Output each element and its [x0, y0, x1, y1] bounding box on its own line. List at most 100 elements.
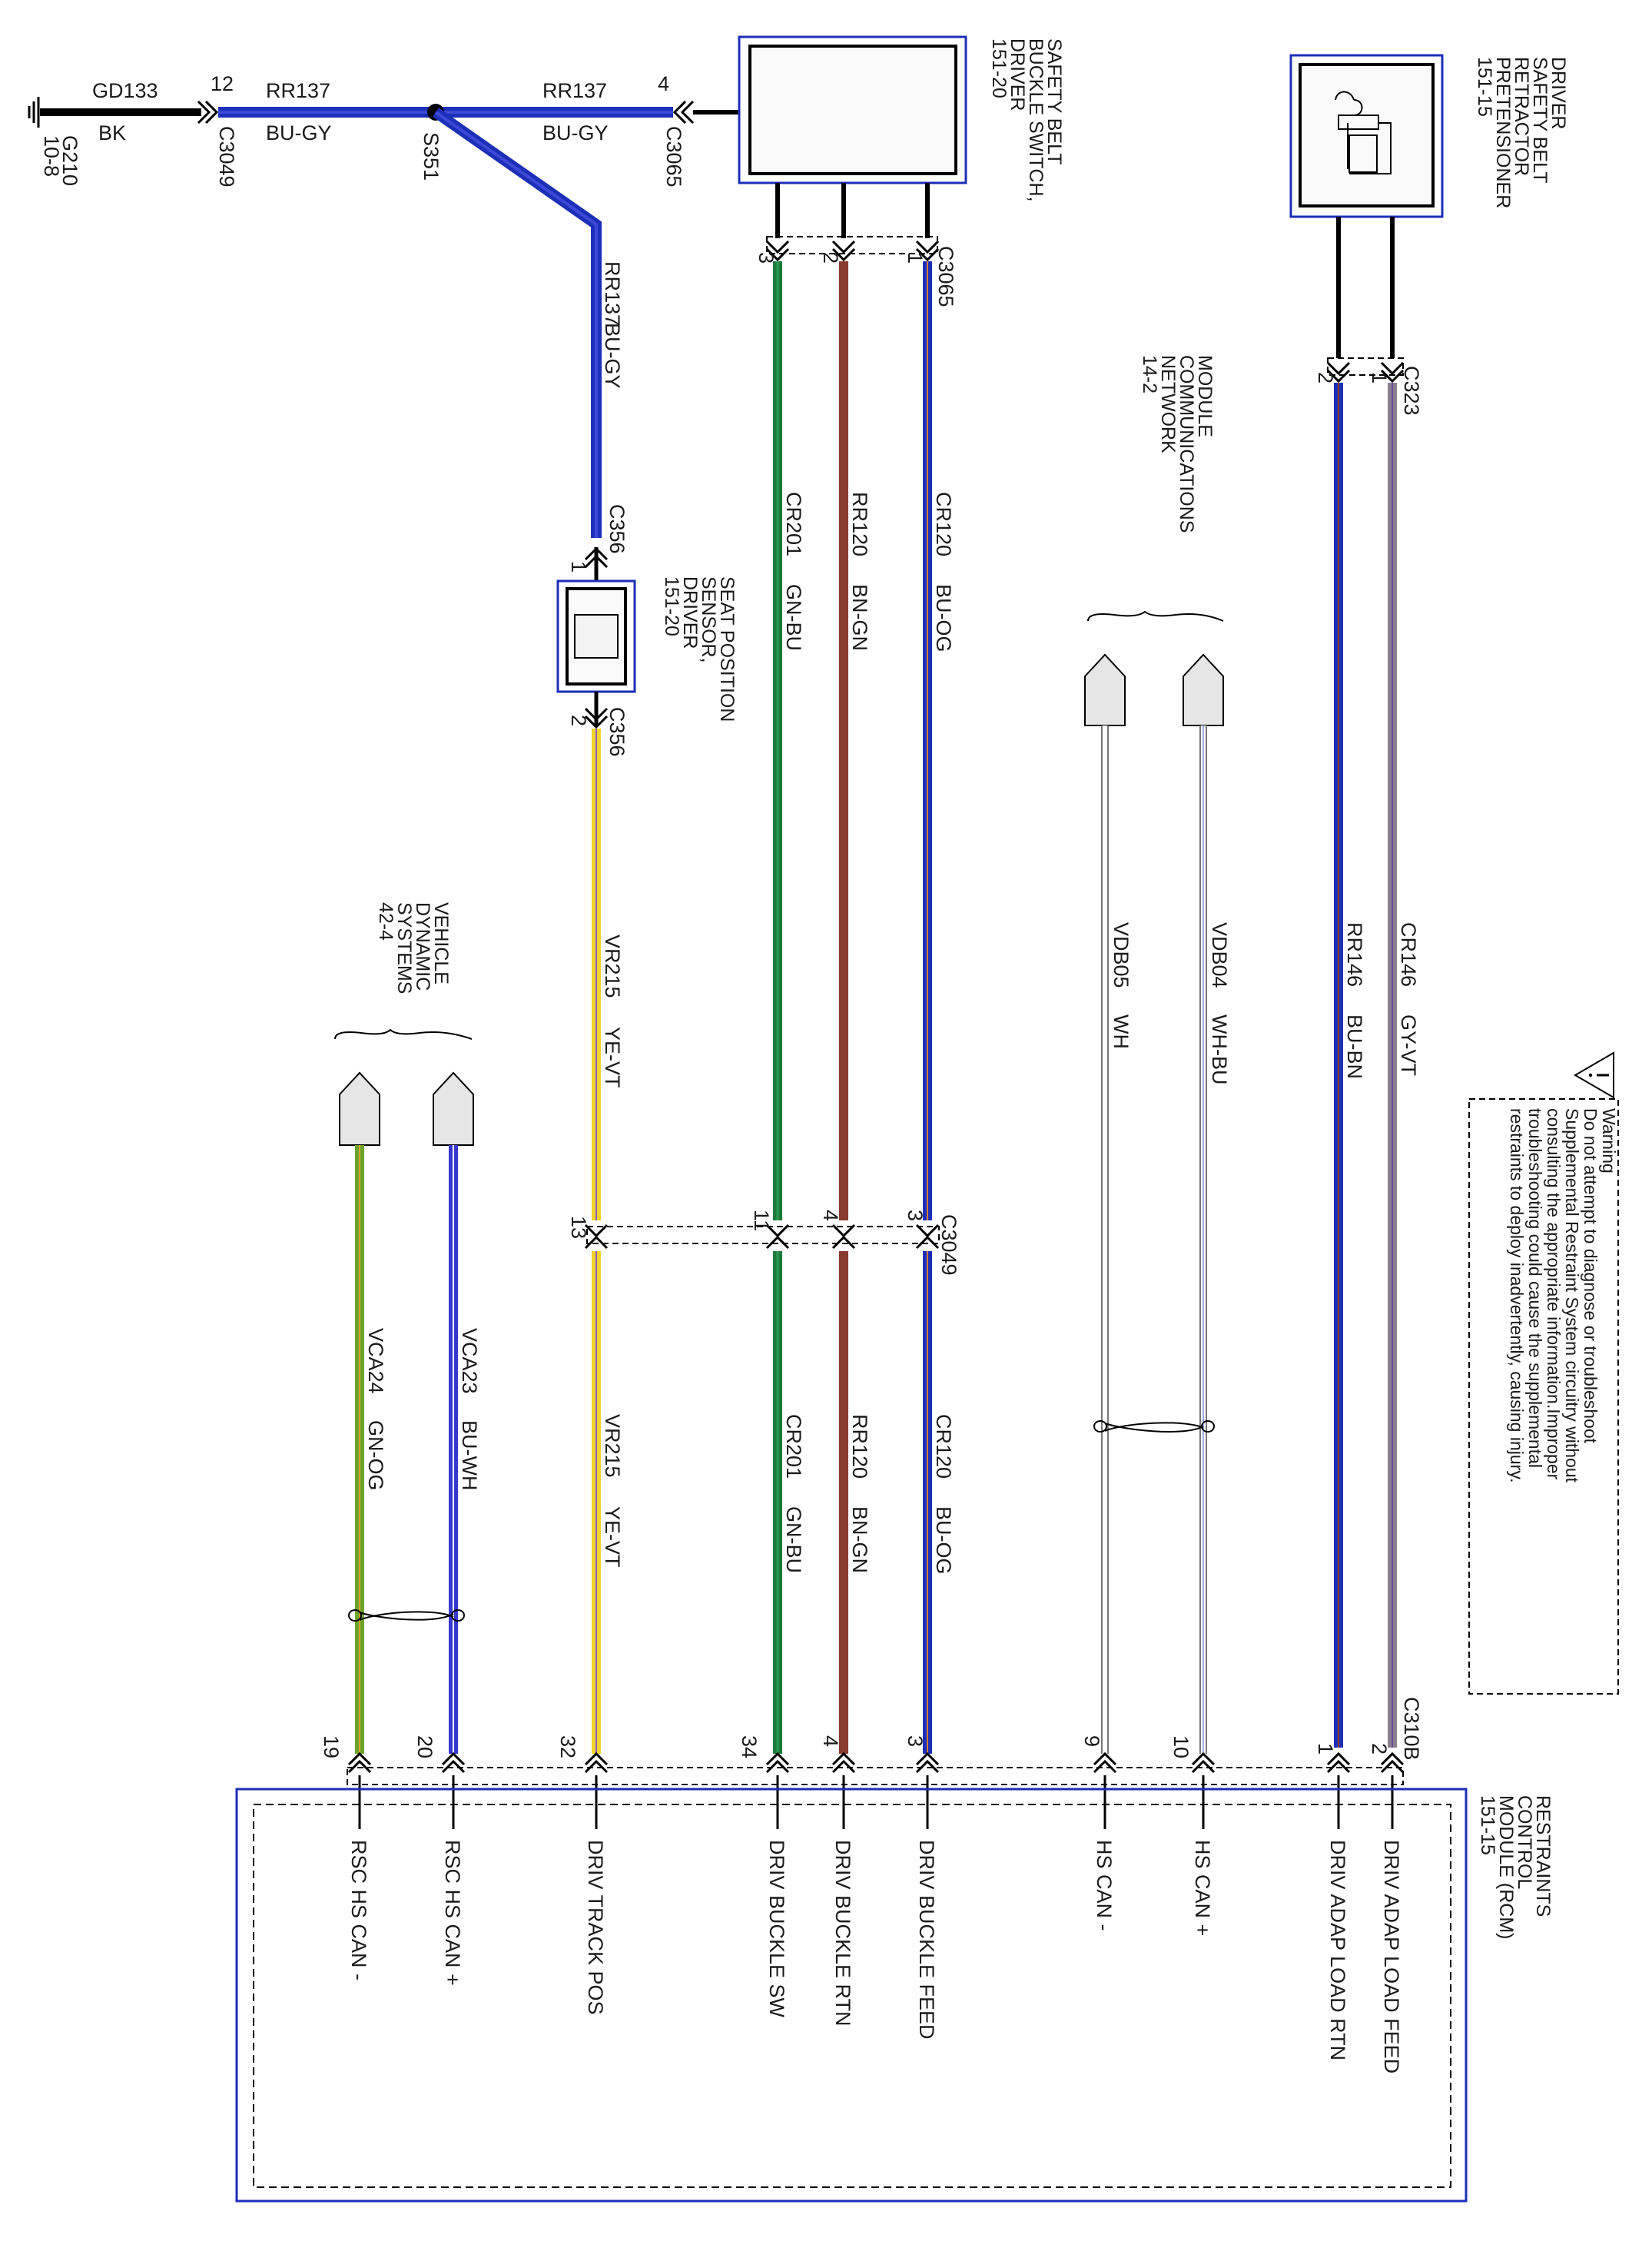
- seat-sensor-label: SEAT POSITION SENSOR, DRIVER 151-20: [661, 576, 738, 722]
- rcm-label: RESTRAINTS CONTROL MODULE (RCM) 151-15: [1477, 1795, 1554, 1940]
- svg-text:DRIVER: DRIVER: [679, 576, 701, 649]
- pin-rcm-10: 10: [1169, 1735, 1193, 1758]
- label-cr146: CR146: [1397, 922, 1420, 987]
- network-connector-whbu: [1183, 653, 1224, 726]
- rcm-pin-rsc-hs-can-minus: RSC HS CAN -: [347, 1840, 370, 1980]
- connector-c323: C323: [1400, 366, 1423, 416]
- svg-text:VEHICLE: VEHICLE: [430, 902, 452, 984]
- svg-text:SENSOR,: SENSOR,: [698, 576, 719, 663]
- rcm-pin-driv-adap-load-feed: DRIV ADAP LOAD FEED: [1380, 1840, 1403, 2073]
- svg-text:BUCKLE SWITCH,: BUCKLE SWITCH,: [1025, 38, 1047, 202]
- twist-network: [1093, 1420, 1215, 1433]
- retractor-icon: [1335, 91, 1392, 174]
- ground-color: BK: [98, 121, 126, 144]
- svg-text:restraints to deploy inadverte: restraints to deploy inadvertently, caus…: [1507, 1108, 1527, 1483]
- connector-c3065-bot: C3065: [934, 246, 957, 307]
- pin-mid-4: 4: [819, 1210, 842, 1221]
- dynamics-connector-gnog: [339, 1071, 380, 1146]
- ground-ref: 10-8: [40, 135, 63, 177]
- label-cr201-color-upper: GN-BU: [782, 584, 805, 651]
- top-wire-circuit-right: RR137: [542, 79, 607, 102]
- label-vr215-lower: VR215: [601, 1414, 624, 1478]
- svg-text:14-2: 14-2: [1139, 355, 1160, 393]
- ground-id: G210: [58, 135, 81, 186]
- connector-arrow: [197, 100, 219, 124]
- svg-text:42-4: 42-4: [375, 902, 396, 941]
- label-vr215-color-upper: YE-VT: [601, 1027, 624, 1088]
- pin-pre-2: 2: [1314, 372, 1337, 383]
- svg-text:NETWORK: NETWORK: [1157, 355, 1179, 453]
- label-cr201-color-lower: GN-BU: [782, 1506, 805, 1573]
- connector-arrow: [672, 100, 695, 124]
- rcm-pin-driv-buckle-feed: DRIV BUCKLE FEED: [915, 1840, 938, 2040]
- label-rr120-lower: RR120: [848, 1414, 871, 1479]
- pin-rcm-3: 3: [904, 1735, 927, 1747]
- pin-bsw-2: 2: [819, 252, 842, 264]
- riser-circuit: RR137: [601, 261, 624, 326]
- connector-c356-bot: C356: [605, 707, 629, 757]
- label-rr146-color: BU-BN: [1343, 1014, 1366, 1079]
- label-cr146-color: GY-VT: [1397, 1014, 1420, 1076]
- connector-c3049-mid: C3049: [937, 1214, 960, 1276]
- top-wire-color-right: BU-GY: [542, 121, 609, 144]
- label-vdb05: VDB05: [1110, 922, 1133, 988]
- warning-icon: [1574, 1051, 1614, 1099]
- svg-text:troubleshooting could cause th: troubleshooting could cause the suppleme…: [1525, 1108, 1545, 1468]
- pin-c356-2: 2: [567, 715, 590, 726]
- network-connector-wh: [1084, 653, 1126, 726]
- label-cr120-color-lower: BU-OG: [932, 1506, 955, 1575]
- pin-c356-1: 1: [567, 561, 590, 573]
- pin-bsw-3: 3: [755, 252, 778, 264]
- label-vca24-color: GN-OG: [364, 1420, 387, 1491]
- svg-text:DRIVER: DRIVER: [1548, 57, 1569, 129]
- svg-text:consulting the appropriate inf: consulting the appropriate information.I…: [1544, 1108, 1564, 1480]
- pin-rcm-19: 19: [320, 1735, 343, 1758]
- label-vca24: VCA24: [364, 1328, 387, 1394]
- pin-top-left: 12: [211, 72, 234, 95]
- rcm-pin-hs-can-plus: HS CAN +: [1191, 1840, 1214, 1936]
- svg-text:CONTROL: CONTROL: [1514, 1795, 1535, 1889]
- pin-rcm-1: 1: [1314, 1743, 1337, 1755]
- rcm-pin-driv-adap-load-rtn: DRIV ADAP LOAD RTN: [1326, 1840, 1349, 2060]
- label-vca23-color: BU-WH: [458, 1420, 481, 1490]
- pin-rcm-4: 4: [819, 1735, 842, 1747]
- top-wire-circuit-left: RR137: [266, 79, 330, 102]
- pin-pre-1: 1: [1368, 372, 1391, 383]
- label-vdb05-color: WH: [1110, 1014, 1133, 1049]
- buckle-switch-label: SAFETY BELT BUCKLE SWITCH, DRIVER 151-20: [988, 38, 1065, 202]
- connector-c310b: C310B: [1400, 1697, 1423, 1761]
- label-cr201-lower: CR201: [782, 1414, 805, 1479]
- label-rr120-color-lower: BN-GN: [848, 1506, 871, 1573]
- label-cr120-lower: CR120: [932, 1414, 955, 1479]
- label-vdb04-color: WH-BU: [1208, 1014, 1231, 1084]
- svg-text:SEAT POSITION: SEAT POSITION: [716, 576, 738, 722]
- svg-text:151-20: 151-20: [988, 38, 1010, 98]
- label-rr146: RR146: [1343, 922, 1366, 987]
- connector-c3049-top: C3049: [215, 126, 238, 188]
- rcm-pin-driv-buckle-sw: DRIV BUCKLE SW: [765, 1840, 788, 2018]
- label-cr120-color-upper: BU-OG: [932, 584, 955, 652]
- svg-text:PRETENSIONER: PRETENSIONER: [1492, 57, 1514, 208]
- pin-top-right: 4: [658, 72, 669, 95]
- pin-rcm-9: 9: [1080, 1735, 1103, 1747]
- buckle-switch-box: [738, 35, 967, 184]
- rcm-pin-rsc-hs-can-plus: RSC HS CAN +: [441, 1840, 464, 1986]
- pin-mid-11: 11: [750, 1210, 773, 1231]
- warning-box: [1468, 1098, 1619, 1695]
- svg-text:151-15: 151-15: [1474, 57, 1495, 117]
- svg-text:COMMUNICATIONS: COMMUNICATIONS: [1176, 355, 1197, 533]
- rcm-pin-hs-can-minus: HS CAN -: [1093, 1840, 1116, 1931]
- label-cr201-upper: CR201: [782, 492, 805, 556]
- svg-text:MODULE: MODULE: [1194, 355, 1216, 437]
- svg-text:SYSTEMS: SYSTEMS: [393, 902, 415, 994]
- connector-c3065-left: C3065: [662, 126, 685, 188]
- svg-text:Supplemental Restraint System: Supplemental Restraint System circuitry …: [1562, 1108, 1582, 1483]
- ground-circuit: GD133: [92, 79, 158, 102]
- pin-rcm-2: 2: [1368, 1743, 1391, 1755]
- network-brace: [1087, 610, 1224, 622]
- rcm-box: [235, 1788, 1468, 2203]
- twist-dynamics: [348, 1609, 465, 1622]
- wire-rr137-riser: [432, 108, 602, 538]
- svg-text:SAFETY BELT: SAFETY BELT: [1529, 57, 1551, 183]
- rcm-pin-labels: RSC HS CAN - RSC HS CAN + DRIV TRACK POS…: [347, 1840, 1403, 2073]
